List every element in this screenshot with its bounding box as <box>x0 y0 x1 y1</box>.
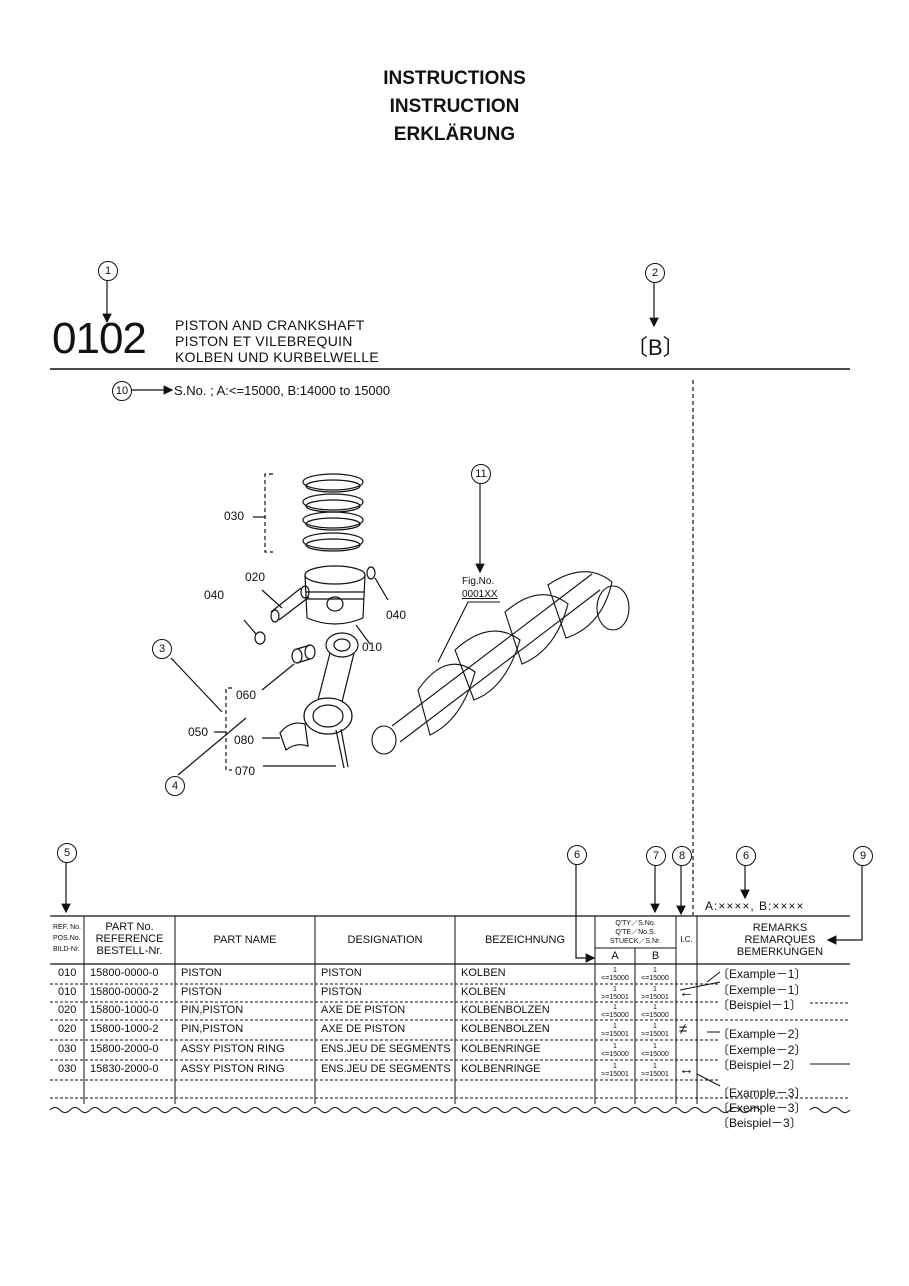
group-name-fr: PISTON ET VILEBREQUIN <box>175 333 353 349</box>
header-part-name: PART NAME <box>213 934 277 946</box>
callout-070: 070 <box>235 764 256 778</box>
serial-legend: A:××××, B:×××× <box>705 899 805 913</box>
table-row: 020 15800-1000-2 PIN,PISTON AXE DE PISTO… <box>58 1021 688 1038</box>
marker-5: 5 <box>57 843 77 863</box>
callout-040-left: 040 <box>204 588 225 602</box>
callout-060: 060 <box>236 688 257 702</box>
heading-fr: INSTRUCTION <box>389 96 520 117</box>
header-part-no: PART No. REFERENCE BESTELL-Nr. <box>95 921 164 957</box>
callout-020: 020 <box>245 570 266 584</box>
header-qty-b: B <box>651 950 660 962</box>
header-qty: Q'TY／S.No. Q'TE／No.S. STUECK／S.Nr. <box>610 920 661 945</box>
fig-number: 0001XX <box>462 589 498 600</box>
table-row: 020 15800-1000-0 PIN,PISTON AXE DE PISTO… <box>58 1004 669 1019</box>
remark-beispiel-2: 〔Beispiel－2〕 <box>717 1058 802 1072</box>
marker-4: 4 <box>165 776 185 796</box>
table-row: 030 15800-2000-0 ASSY PISTON RING ENS.JE… <box>58 1043 669 1058</box>
marker-7: 7 <box>646 846 666 866</box>
table-rules <box>49 915 851 1113</box>
marker-9: 9 <box>853 846 873 866</box>
table-row: 010 15800-0000-2 PISTON PISTON KOLBEN 1>… <box>58 984 694 1001</box>
group-name-en: PISTON AND CRANKSHAFT <box>175 317 365 333</box>
marker-3: 3 <box>152 639 172 659</box>
remark-example-2: 〔Example－2〕 <box>717 1027 807 1041</box>
serial-note: S.No. ; A:<=15000, B:14000 to 15000 <box>174 383 391 398</box>
remark-exemple-3: 〔Exemple－3〕 <box>717 1101 807 1115</box>
connecting-rod <box>303 632 359 769</box>
marker-10: 10 <box>112 381 132 401</box>
bearing-shell <box>262 722 309 751</box>
header-remarks: REMARKS REMARQUES BEMERKUNGEN <box>736 922 824 958</box>
header-qty-a: A <box>611 950 619 962</box>
piston <box>304 565 371 645</box>
header-ic: I.C. <box>680 935 693 944</box>
heading-en: INSTRUCTIONS <box>383 68 526 89</box>
marker-6a: 6 <box>567 845 587 865</box>
callout-080: 080 <box>234 733 255 747</box>
callout-010: 010 <box>362 640 383 654</box>
remark-exemple-1: 〔Exemple－1〕 <box>717 983 807 997</box>
remark-example-1: 〔Example－1〕 <box>717 967 807 981</box>
remark-beispiel-3: 〔Beispiel－3〕 <box>717 1116 802 1130</box>
table-row: 010 15800-0000-0 PISTON PISTON KOLBEN 1<… <box>58 967 669 982</box>
snap-ring-left <box>254 631 266 645</box>
ic-symbol: ← <box>679 984 694 1001</box>
fig-label: Fig.No. <box>462 576 495 587</box>
crankshaft <box>371 571 630 755</box>
arrow-6a <box>575 862 596 963</box>
marker-6b: 6 <box>736 846 756 866</box>
arrow-9 <box>826 864 863 945</box>
marker-2: 2 <box>645 263 665 283</box>
snap-ring-right <box>366 566 376 580</box>
bushing <box>261 644 316 691</box>
group-name-de: KOLBEN UND KURBELWELLE <box>175 349 379 365</box>
remark-example-3: 〔Example－3〕 <box>717 1086 807 1100</box>
callout-030: 030 <box>224 509 245 523</box>
table-row: 030 15830-2000-0 ASSY PISTON RING ENS.JE… <box>58 1061 694 1078</box>
header-bezeichnung: BEZEICHNUNG <box>484 934 566 946</box>
group-number: 0102 <box>52 314 147 363</box>
marker-11: 11 <box>471 464 491 484</box>
heading-de: ERKLÄRUNG <box>393 124 516 145</box>
marker-1: 1 <box>98 261 118 281</box>
piston-rings <box>253 473 364 553</box>
leader-3 <box>170 657 223 713</box>
remark-exemple-2: 〔Exemple－2〕 <box>717 1043 807 1057</box>
marker-8: 8 <box>672 846 692 866</box>
leader-4 <box>177 717 247 776</box>
remark-beispiel-1: 〔Beispiel－1〕 <box>717 998 802 1012</box>
header-designation: DESIGNATION <box>347 934 423 946</box>
ic-symbol: ↔ <box>679 1061 694 1078</box>
header-ref: REF. No. POS.No. BILD-Nr. <box>53 924 82 953</box>
callout-040-right: 040 <box>386 608 407 622</box>
ic-symbol: ≠ <box>679 1021 688 1038</box>
callout-050: 050 <box>188 725 209 739</box>
group-code: 〔B〕 <box>626 335 685 360</box>
piston-pin <box>261 585 310 623</box>
